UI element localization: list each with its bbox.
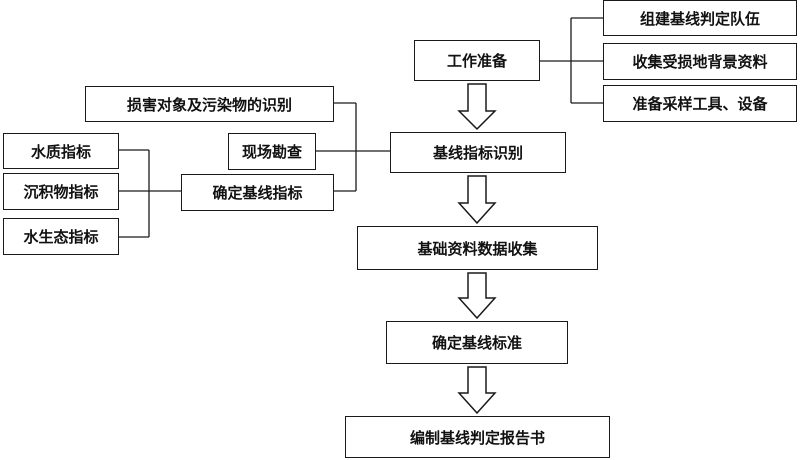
down-arrow-4	[457, 366, 497, 415]
down-arrow-2	[457, 175, 497, 225]
work-prep-box: 工作准备	[414, 40, 540, 81]
aquatic-life-box: 水生态指标	[3, 218, 119, 255]
data-collection-box: 基础资料数据收集	[357, 226, 598, 270]
water-quality-box: 水质指标	[3, 133, 119, 169]
down-arrow-3	[457, 272, 497, 320]
down-arrow-1	[457, 83, 497, 131]
tools-box: 准备采样工具、设备	[603, 85, 797, 122]
determine-standard-box: 确定基线标准	[386, 321, 568, 364]
damage-object-box: 损害对象及污染物的识别	[85, 86, 334, 122]
sediment-box: 沉积物指标	[3, 173, 119, 210]
team-box: 组建基线判定队伍	[603, 0, 797, 36]
compile-report-box: 编制基线判定报告书	[345, 416, 610, 458]
background-box: 收集受损地背景资料	[603, 43, 797, 80]
baseline-identification-box: 基线指标识别	[390, 132, 566, 173]
site-survey-box: 现场勘查	[228, 133, 316, 170]
determine-indicators-box: 确定基线指标	[181, 174, 334, 211]
